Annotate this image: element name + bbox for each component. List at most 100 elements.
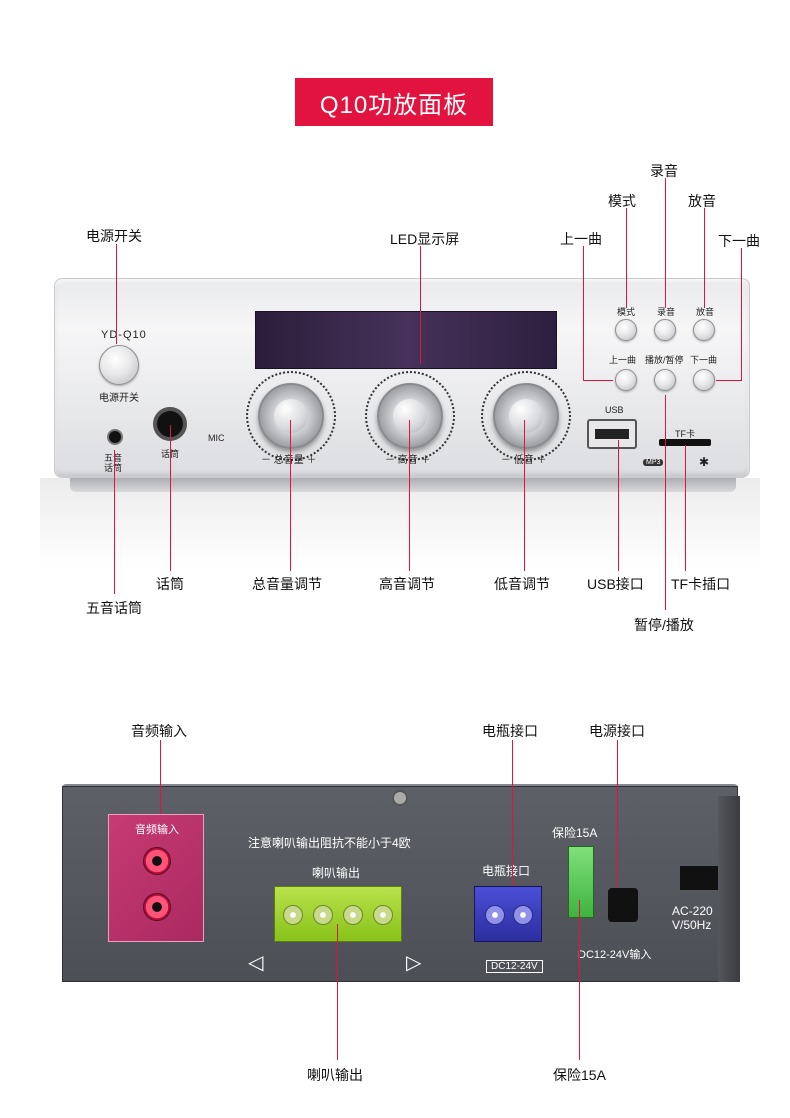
led-display	[255, 311, 557, 369]
line-speaker	[337, 924, 338, 1060]
line-fuse	[579, 900, 580, 1060]
play-label: 放音	[696, 307, 715, 317]
bluetooth-icon: ✱	[699, 455, 710, 469]
callout-play: 放音	[688, 193, 716, 209]
battery-port-label: 电瓶接口	[482, 864, 531, 878]
top-screw	[392, 790, 408, 806]
line-record	[665, 178, 666, 308]
device-reflection	[40, 478, 760, 568]
prev-track-button[interactable]	[615, 369, 637, 391]
callout-power-port: 电源接口	[589, 723, 645, 739]
callout-five-tone-mic: 五音话筒	[86, 600, 142, 616]
line-pause	[665, 395, 666, 610]
five-tone-mic-label-1: 五音	[104, 453, 123, 463]
line-next-v	[741, 248, 742, 381]
bass-knob[interactable]	[493, 383, 559, 449]
master-volume-knob[interactable]	[258, 383, 324, 449]
line-power	[116, 244, 117, 344]
treble-knob[interactable]	[377, 383, 443, 449]
play-pause-label: 播放/暂停	[645, 355, 684, 365]
five-tone-mic-jack[interactable]	[107, 429, 123, 445]
battery-spec: DC12-24V	[486, 960, 543, 973]
next-track-label: 下一曲	[690, 355, 718, 365]
five-tone-mic-label-2: 话筒	[104, 463, 123, 473]
line-led	[420, 246, 421, 364]
line-battery	[512, 740, 513, 886]
battery-screw-1	[485, 905, 505, 925]
callout-fuse: 保险15A	[553, 1067, 606, 1083]
callout-pause-play: 暂停/播放	[634, 617, 694, 633]
device-base	[70, 476, 736, 492]
bass-label: － 低音 ＋	[501, 455, 547, 466]
callout-usb: USB接口	[587, 576, 644, 592]
callout-power-switch: 电源开关	[86, 228, 142, 244]
line-volume	[290, 420, 291, 571]
dc-input-spec: DC12-24V输入	[578, 949, 652, 961]
ac-spec-1: AC-220	[672, 904, 713, 918]
tf-card-slot[interactable]	[659, 439, 711, 446]
line-next-h	[716, 380, 742, 381]
usb-port[interactable]	[587, 419, 637, 449]
callout-treble: 高音调节	[379, 576, 435, 592]
front-panel: YD-Q10 电源开关 五音 话筒 话筒 MIC － 总音量 ＋ － 高音 ＋ …	[54, 278, 750, 478]
callout-next-track: 下一曲	[718, 233, 760, 249]
play-button[interactable]	[693, 319, 715, 341]
callout-speaker-out: 喇叭输出	[307, 1067, 363, 1083]
line-tf	[685, 445, 686, 571]
fuse-holder[interactable]	[568, 846, 594, 918]
callout-audio-in: 音频输入	[131, 723, 187, 739]
volume-scale	[246, 371, 336, 461]
speaker-screw-2	[313, 905, 333, 925]
battery-terminal[interactable]	[474, 886, 542, 942]
dc-power-jack[interactable]	[608, 888, 638, 922]
impedance-note: 注意喇叭输出阻抗不能小于4欧	[248, 836, 411, 850]
mic-label: MIC	[208, 433, 225, 443]
rca-input-white[interactable]	[143, 847, 171, 875]
ac-socket[interactable]	[680, 866, 718, 890]
mp3-badge: MP3	[643, 459, 664, 466]
callout-led-display: LED显示屏	[390, 231, 460, 247]
mode-label: 模式	[617, 307, 636, 317]
callout-master-volume: 总音量调节	[252, 576, 322, 592]
speaker-screw-4	[373, 905, 393, 925]
audio-input-label: 音频输入	[135, 824, 179, 836]
bass-scale	[481, 371, 571, 461]
usb-label: USB	[605, 405, 624, 415]
next-track-button[interactable]	[693, 369, 715, 391]
speaker-icon-left: ◁	[248, 952, 264, 974]
tf-label: TF卡	[675, 429, 695, 439]
line-prev-v	[583, 246, 584, 381]
line-bass	[524, 420, 525, 571]
page-title: Q10功放面板	[295, 78, 493, 126]
line-power-port	[617, 740, 618, 888]
speaker-icon-right: ▷	[406, 952, 422, 974]
rca-input-red[interactable]	[143, 893, 171, 921]
callout-battery-port: 电瓶接口	[482, 723, 538, 739]
line-play	[704, 208, 705, 308]
ac-spec-2: V/50Hz	[672, 918, 712, 932]
record-button[interactable]	[654, 319, 676, 341]
callout-bass: 低音调节	[494, 576, 550, 592]
back-side	[718, 796, 740, 982]
master-volume-label: － 总音量 ＋	[261, 455, 317, 466]
prev-track-label: 上一曲	[609, 355, 637, 365]
callout-mode: 模式	[608, 193, 636, 209]
callout-record: 录音	[650, 163, 678, 179]
line-prev-h	[583, 380, 613, 381]
speaker-label: 喇叭输出	[312, 866, 361, 880]
power-button[interactable]	[99, 345, 139, 385]
model-label: YD-Q10	[101, 329, 147, 341]
battery-screw-2	[513, 905, 533, 925]
callout-mic: 话筒	[156, 576, 184, 592]
line-treble	[409, 420, 410, 571]
treble-label: － 高音 ＋	[385, 455, 431, 466]
audio-input-panel: 音频输入	[108, 814, 204, 942]
callout-prev-track: 上一曲	[560, 231, 602, 247]
speaker-screw-3	[343, 905, 363, 925]
fuse-label: 保险15A	[552, 826, 598, 840]
line-mic	[170, 425, 171, 571]
speaker-terminal[interactable]	[274, 886, 402, 942]
play-pause-button[interactable]	[654, 369, 676, 391]
line-mode	[626, 208, 627, 308]
mode-button[interactable]	[615, 319, 637, 341]
